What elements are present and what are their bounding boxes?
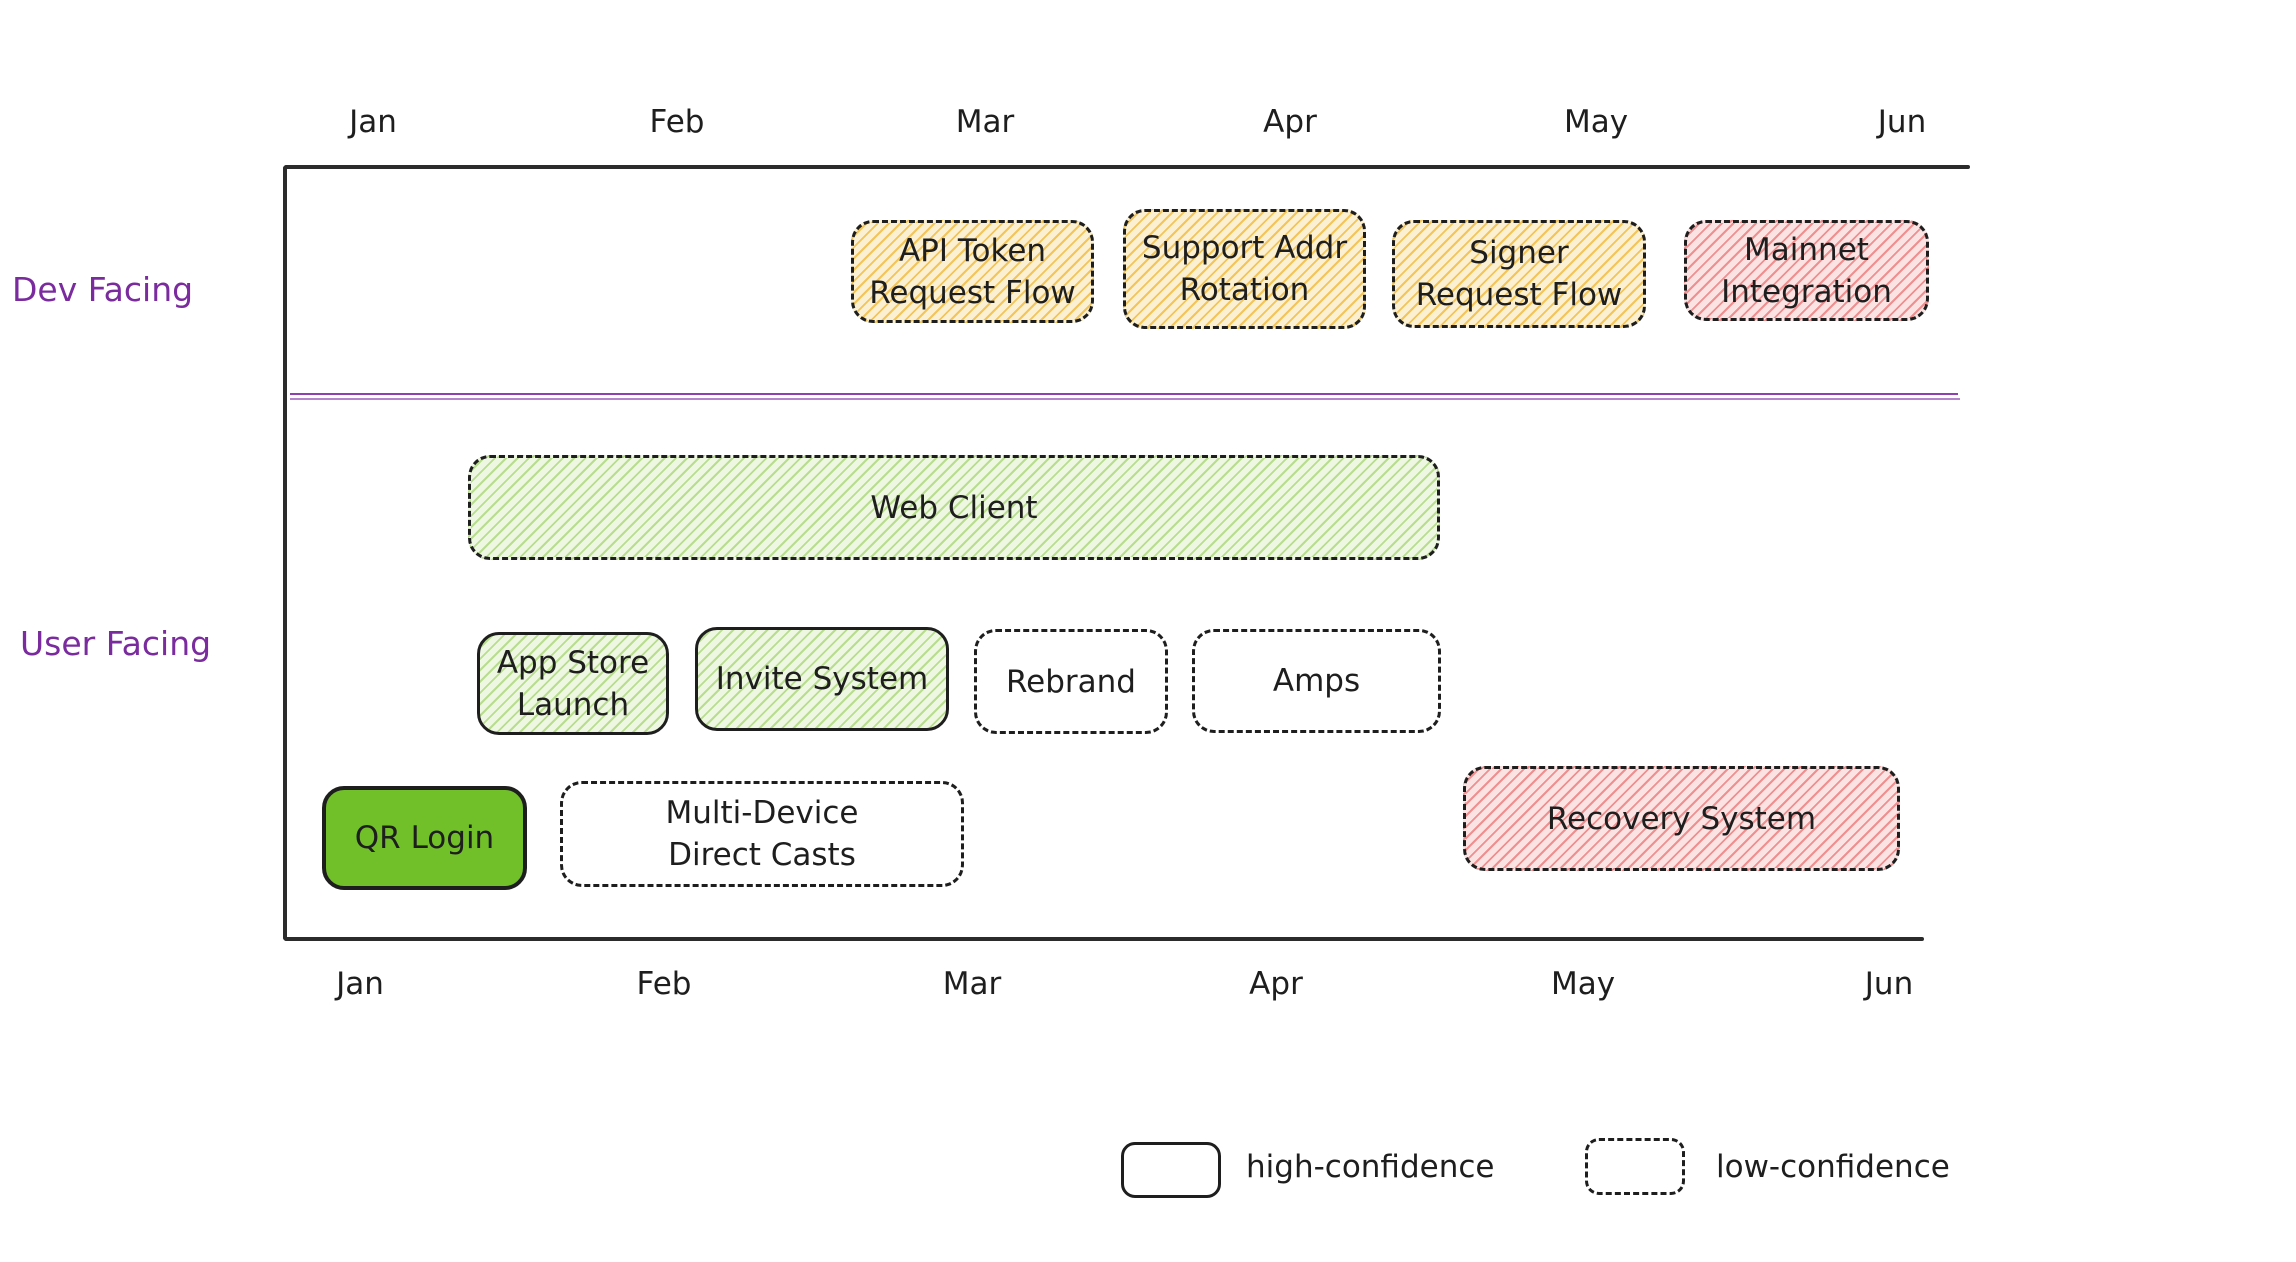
item-support-addr-rotation[interactable]: Support Addr Rotation xyxy=(1123,209,1366,329)
month-bottom-may: May xyxy=(1550,966,1616,1002)
item-api-token-label: API Token Request Flow xyxy=(869,232,1076,311)
month-bottom-mar: Mar xyxy=(942,966,1002,1002)
item-rebrand[interactable]: Rebrand xyxy=(974,629,1168,734)
legend-low-confidence-label: low-confidence xyxy=(1716,1149,1950,1185)
item-rebrand-label: Rebrand xyxy=(1006,663,1136,700)
bottom-axis-line xyxy=(284,937,1924,941)
item-multi-device-label: Multi-Device Direct Casts xyxy=(665,795,859,873)
item-signer-request-flow[interactable]: Signer Request Flow xyxy=(1392,220,1646,328)
month-bottom-feb: Feb xyxy=(636,966,692,1002)
item-mainnet-label: Mainnet Integration xyxy=(1721,231,1892,310)
lane-divider xyxy=(290,393,1958,395)
item-amps-label: Amps xyxy=(1272,663,1361,699)
item-multi-device-direct-casts[interactable]: Multi-Device Direct Casts xyxy=(560,781,964,887)
month-top-jun: Jun xyxy=(1877,104,1927,140)
month-bottom-jun: Jun xyxy=(1864,966,1914,1002)
item-support-addr-label: Support Addr Rotation xyxy=(1141,230,1348,308)
month-top-feb: Feb xyxy=(649,104,705,140)
legend-high-confidence-label: high-confidence xyxy=(1246,1149,1495,1185)
item-invite-system[interactable]: Invite System xyxy=(695,627,949,731)
item-recovery-label: Recovery System xyxy=(1546,800,1817,837)
lane-label-user-facing: User Facing xyxy=(20,624,212,663)
month-top-apr: Apr xyxy=(1263,104,1317,140)
item-amps[interactable]: Amps xyxy=(1192,629,1441,733)
month-top-jan: Jan xyxy=(349,104,397,140)
month-top-mar: Mar xyxy=(955,104,1015,140)
item-api-token-request-flow[interactable]: API Token Request Flow xyxy=(851,220,1094,323)
item-recovery-system[interactable]: Recovery System xyxy=(1463,766,1900,871)
lane-label-dev-facing: Dev Facing xyxy=(12,270,194,309)
top-axis-line xyxy=(284,165,1970,169)
month-bottom-jan: Jan xyxy=(336,966,384,1002)
item-web-client[interactable]: Web Client xyxy=(468,455,1440,560)
item-web-client-label: Web Client xyxy=(870,489,1038,526)
lane-divider-shadow xyxy=(290,398,1960,400)
item-mainnet-integration[interactable]: Mainnet Integration xyxy=(1684,220,1929,321)
month-top-may: May xyxy=(1563,104,1629,140)
item-invite-label: Invite System xyxy=(715,661,929,697)
left-axis-line xyxy=(283,166,287,940)
item-signer-label: Signer Request Flow xyxy=(1415,235,1623,313)
item-qr-login[interactable]: QR Login xyxy=(322,786,527,890)
month-bottom-apr: Apr xyxy=(1249,966,1303,1002)
legend-high-confidence-swatch xyxy=(1121,1142,1221,1198)
legend-low-confidence-swatch xyxy=(1585,1138,1685,1195)
item-app-store-launch[interactable]: App Store Launch xyxy=(477,632,669,735)
item-app-store-label: App Store Launch xyxy=(496,644,650,723)
item-qr-login-label: QR Login xyxy=(354,820,495,856)
